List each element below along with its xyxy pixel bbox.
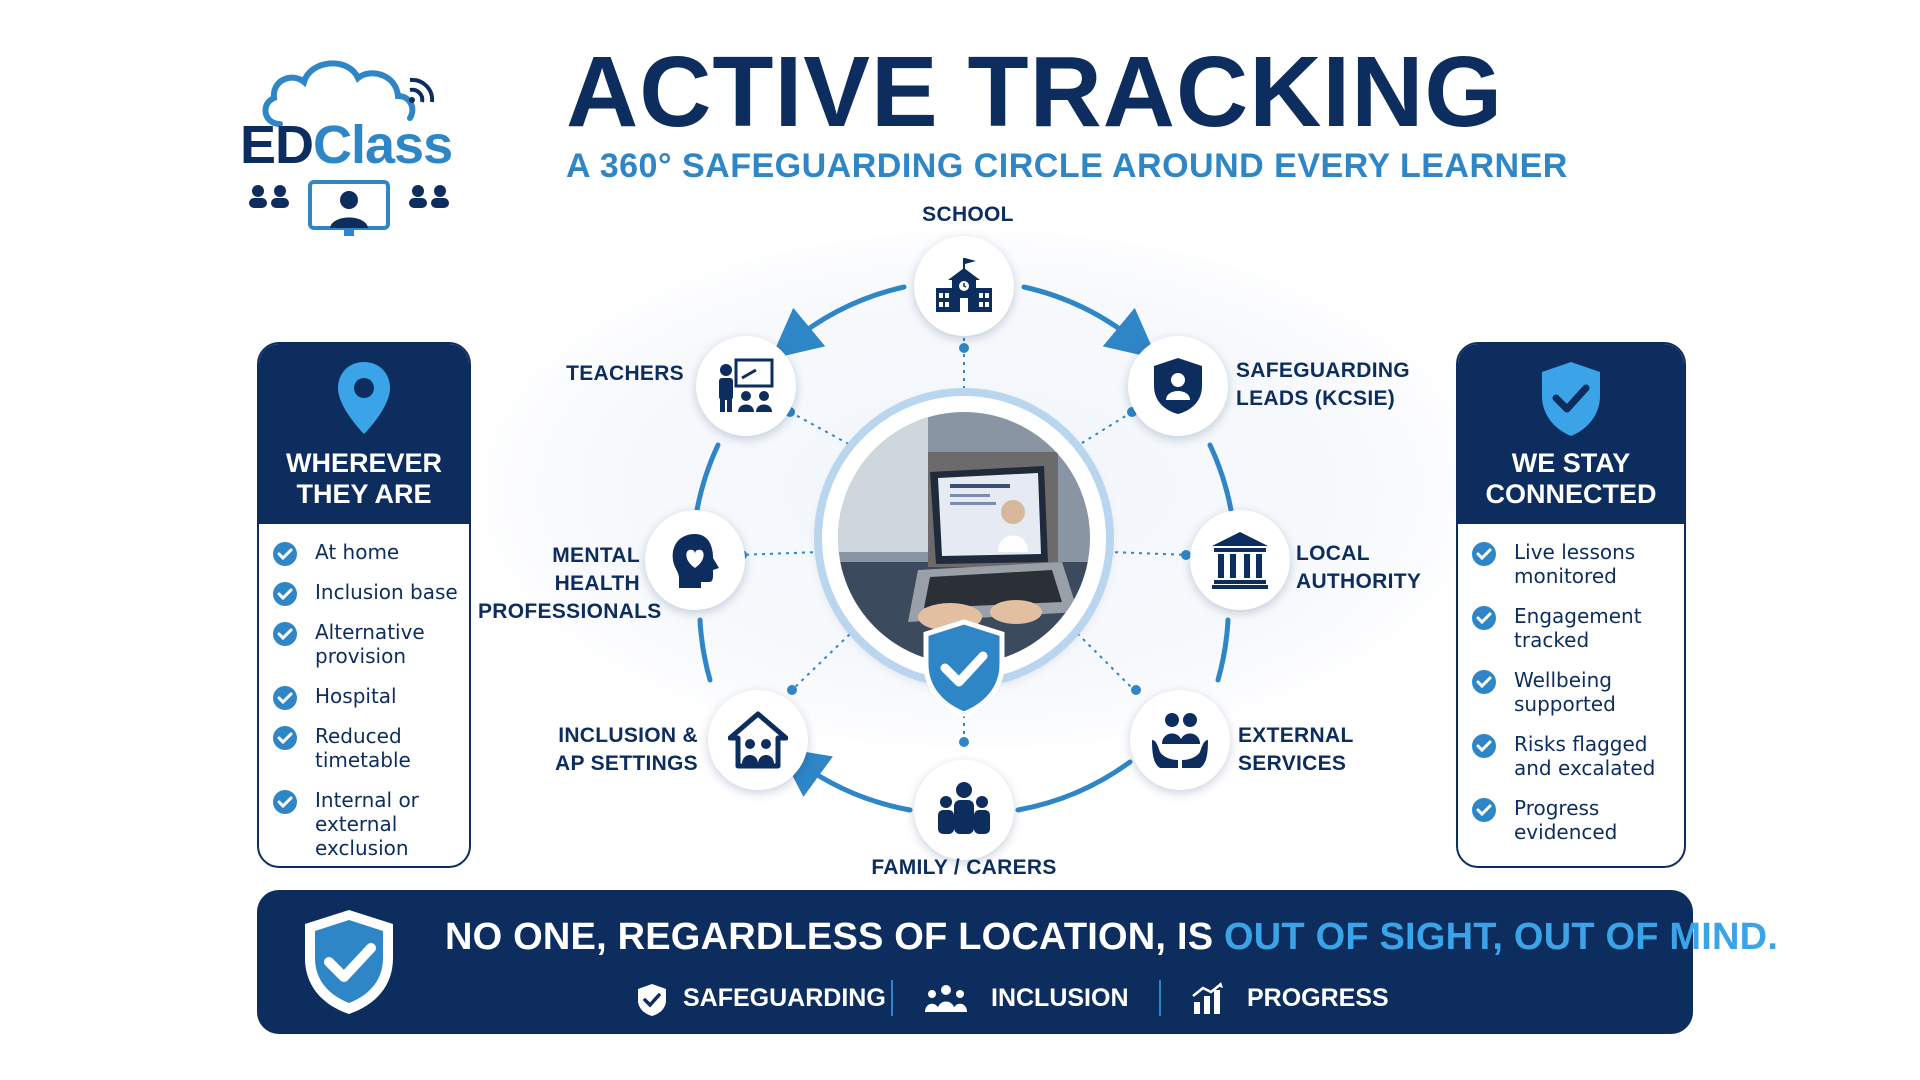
check-circle-icon	[273, 542, 297, 566]
list-item: Wellbeing supported	[1458, 668, 1684, 716]
wherever-they-are-panel: WHEREVER THEY ARE At home Inclusion base…	[257, 342, 471, 868]
node-family-carers	[914, 760, 1014, 860]
government-building-icon	[1212, 532, 1268, 589]
head-heart-icon	[672, 534, 719, 588]
list-item: Live lessons monitored	[1458, 540, 1684, 588]
page-subtitle: A 360° SAFEGUARDING CIRCLE AROUND EVERY …	[566, 147, 1568, 185]
people-group-icon	[925, 985, 967, 1012]
label-inclusion-settings: INCLUSION & AP SETTINGS	[555, 724, 698, 775]
node-local-authority	[1190, 510, 1290, 610]
growth-chart-icon	[1192, 982, 1223, 1014]
node-mental-health	[645, 510, 745, 610]
caring-hands-icon	[1152, 713, 1208, 768]
pill-inclusion: INCLUSION	[991, 984, 1129, 1012]
connected-list: Live lessons monitored Engagement tracke…	[1458, 524, 1684, 844]
check-circle-icon	[1472, 734, 1496, 758]
edclass-logo: EDClass	[240, 52, 460, 242]
list-item: Risks flagged and excalated	[1458, 732, 1684, 780]
panel-title: WE STAY CONNECTED	[1485, 448, 1657, 509]
check-circle-icon	[273, 622, 297, 646]
page-title: ACTIVE TRACKING	[566, 36, 1504, 148]
ring-arc	[1207, 442, 1234, 513]
check-circle-icon	[1472, 670, 1496, 694]
check-circle-icon	[1472, 606, 1496, 630]
ring-arc	[1215, 617, 1231, 683]
school-building-icon	[936, 258, 992, 312]
check-circle-icon	[273, 790, 297, 814]
check-circle-icon	[1472, 798, 1496, 822]
teacher-board-icon	[719, 358, 774, 412]
shield-check-icon	[638, 984, 666, 1016]
separator	[891, 980, 893, 1016]
panel-header: WHEREVER THEY ARE	[259, 344, 469, 524]
bottom-banner: NO ONE, REGARDLESS OF LOCATION, IS OUT O…	[257, 890, 1778, 1034]
location-list: At home Inclusion base Alternative provi…	[259, 524, 469, 860]
pill-progress: PROGRESS	[1247, 984, 1389, 1012]
family-group-icon	[938, 782, 990, 834]
panel-title: WHEREVER THEY ARE	[285, 448, 442, 509]
list-item: Progress evidenced	[1458, 796, 1684, 844]
location-pin-icon	[338, 362, 390, 434]
shield-person-icon	[1154, 358, 1202, 414]
node-teachers	[696, 336, 796, 436]
label-family-carers: FAMILY / CARERS	[871, 856, 1057, 879]
shield-check-icon	[305, 910, 393, 1014]
list-item: At home	[259, 540, 469, 566]
check-circle-icon	[1472, 542, 1496, 566]
banner-message: NO ONE, REGARDLESS OF LOCATION, IS OUT O…	[445, 916, 1779, 958]
panel-header: WE STAY CONNECTED	[1458, 344, 1684, 524]
we-stay-connected-panel: WE STAY CONNECTED Live lessons monitored…	[1456, 342, 1686, 868]
logo-wordmark: EDClass	[240, 115, 453, 175]
ring-arrow-family-inclusion	[777, 747, 913, 813]
label-school: SCHOOL	[922, 203, 1014, 226]
list-item: Reduced timetable	[259, 724, 469, 772]
list-item: Engagement tracked	[1458, 604, 1684, 652]
label-teachers: TEACHERS	[566, 362, 684, 385]
pill-safeguarding: SAFEGUARDING	[683, 984, 886, 1012]
node-inclusion-settings	[708, 690, 808, 790]
cloud-icon	[262, 60, 435, 127]
shield-check-icon	[1542, 362, 1600, 436]
house-family-icon	[728, 711, 788, 769]
label-external-services: EXTERNAL SERVICES	[1238, 724, 1354, 775]
separator	[1159, 980, 1161, 1016]
node-external-services	[1130, 690, 1230, 790]
ring-arc	[694, 442, 721, 513]
ring-arc	[697, 617, 713, 683]
ring-arrow-school-safeguarding	[1021, 284, 1158, 359]
ring-arrow-school-teachers	[770, 284, 907, 359]
check-circle-icon	[273, 686, 297, 710]
check-circle-icon	[273, 582, 297, 606]
classroom-icon	[249, 180, 449, 236]
node-school	[914, 236, 1014, 336]
list-item: Hospital	[259, 684, 469, 710]
check-circle-icon	[273, 726, 297, 750]
ring-arc	[1015, 759, 1133, 813]
list-item: Inclusion base	[259, 580, 469, 606]
node-safeguarding-leads	[1128, 336, 1228, 436]
list-item: Internal or external exclusion	[259, 788, 469, 860]
list-item: Alternative provision	[259, 620, 469, 668]
label-safeguarding-leads: SAFEGUARDING LEADS (KCSIE)	[1236, 359, 1410, 410]
label-mental-health: MENTAL HEALTH PROFESSIONALS	[478, 544, 662, 623]
label-local-authority: LOCAL AUTHORITY	[1296, 542, 1422, 593]
center-shield-check-icon	[923, 619, 1005, 717]
